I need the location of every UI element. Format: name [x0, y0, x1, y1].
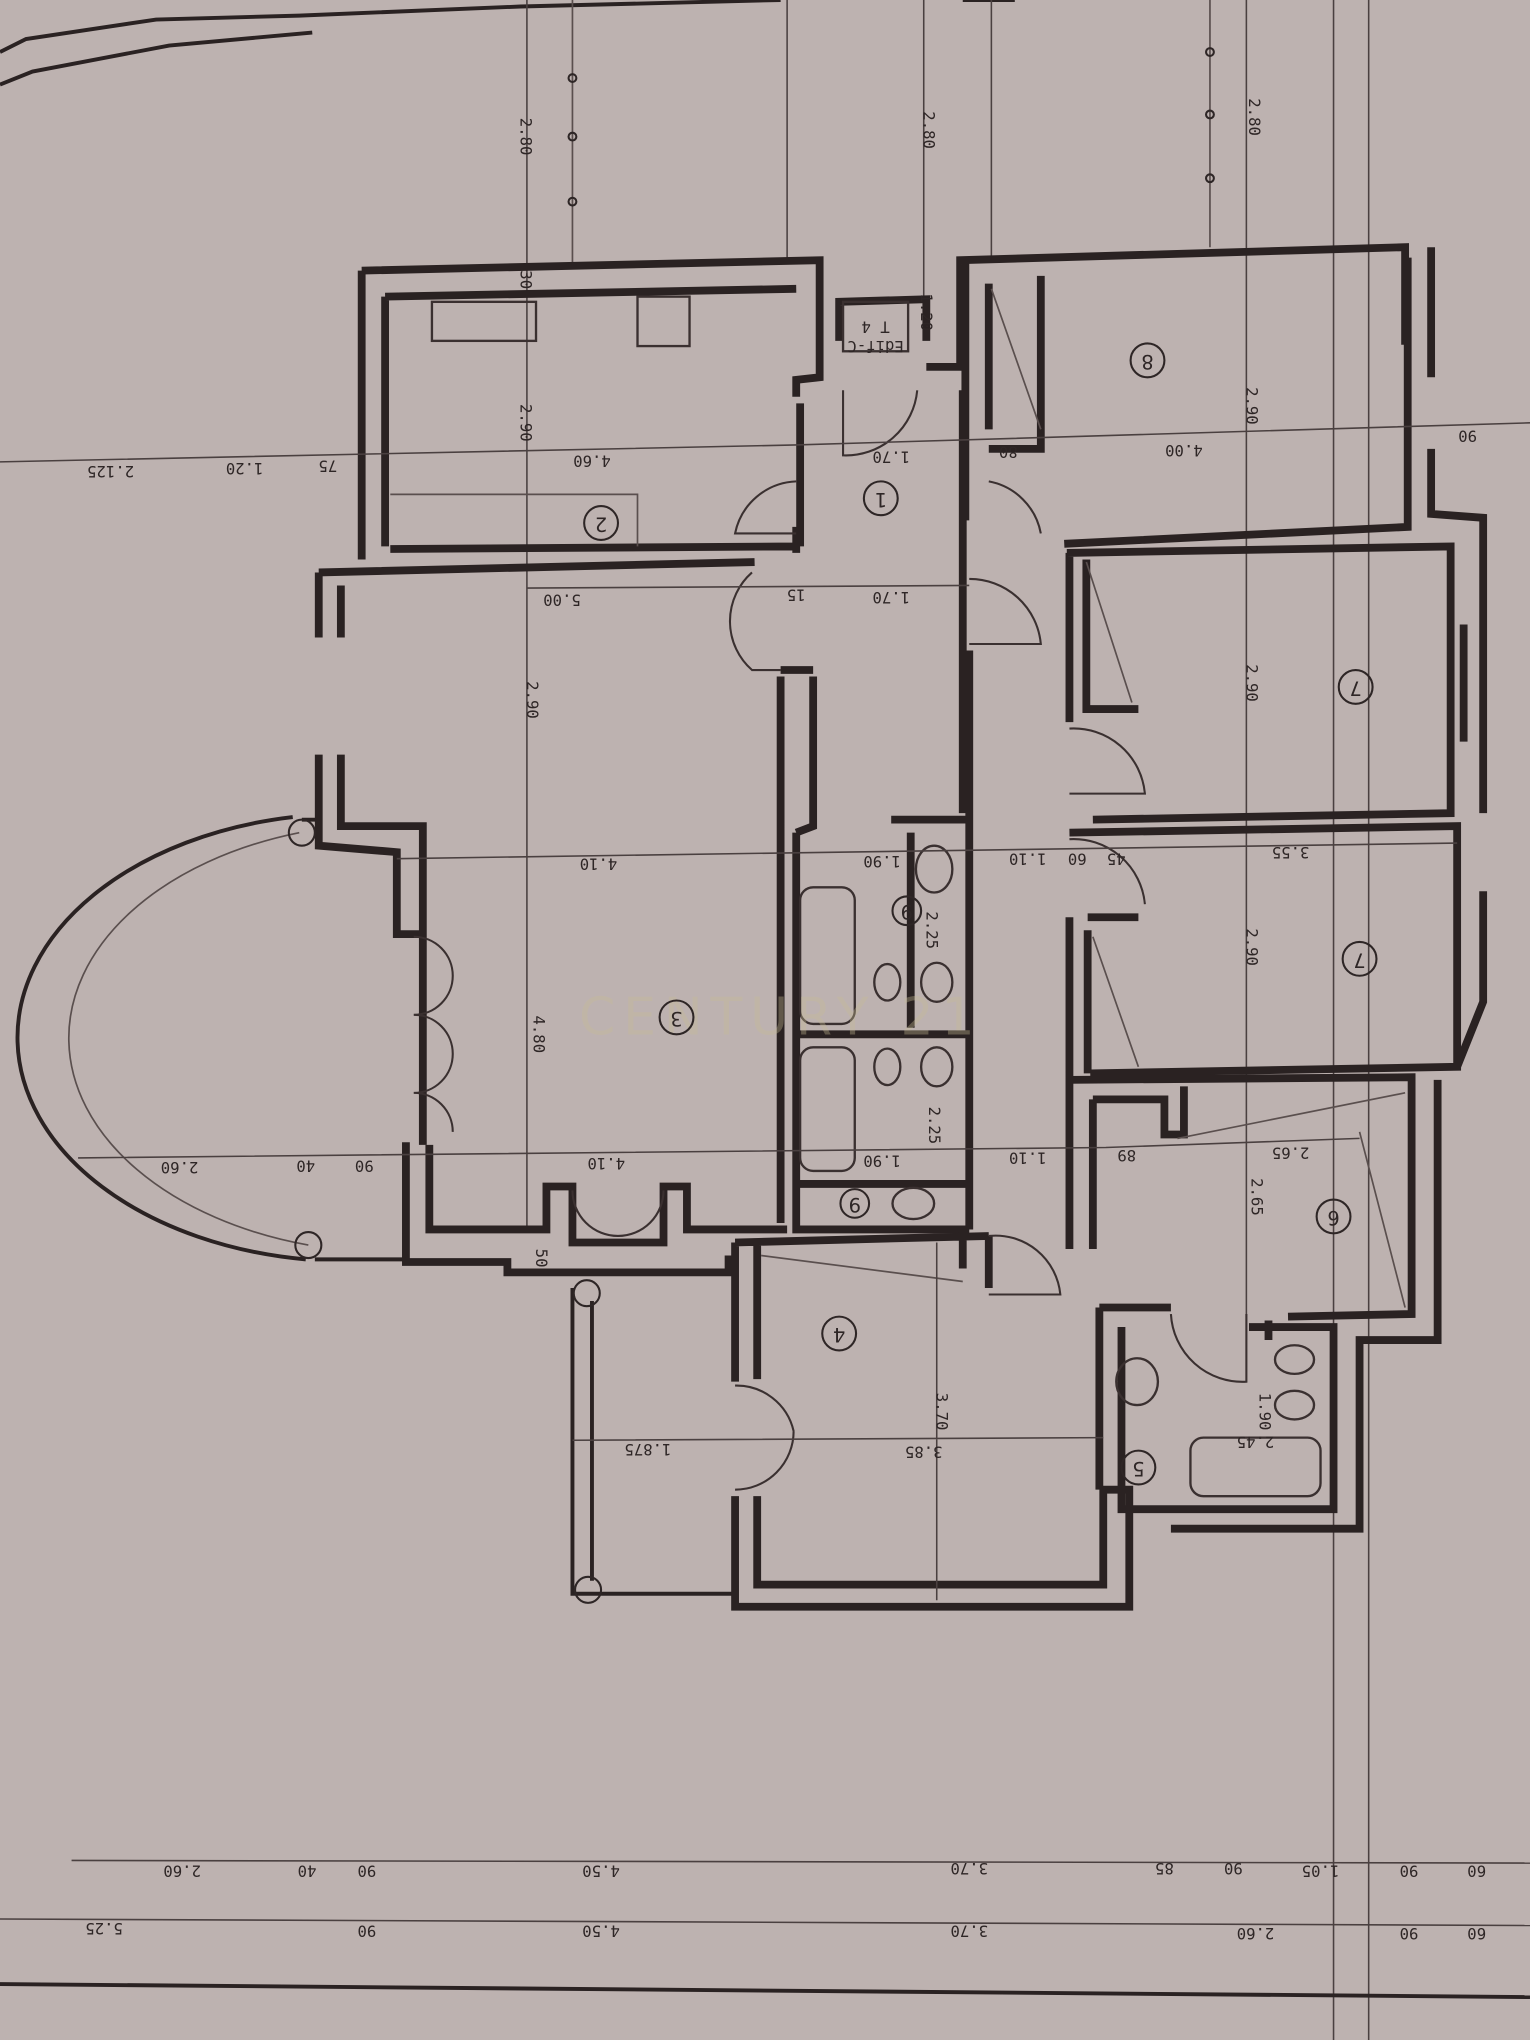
dimension-label: 4.00 [1165, 441, 1203, 459]
dimension-label: 3.70 [950, 1859, 988, 1877]
dimension-label: 2.65 [1248, 1178, 1266, 1216]
dimension-label: 3.70 [950, 1922, 988, 1940]
dimension-label: 2.25 [922, 911, 940, 949]
dimension-label: 60 [1068, 849, 1087, 867]
dimension-label: 2.60 [163, 1862, 201, 1880]
dimension-label: 1.90 [1255, 1393, 1273, 1431]
bottom-dimension-row-1: 2.60 40 90 4.50 3.70 85 90 1.05 90 60 [163, 1859, 1486, 1880]
dimension-label: 3.55 [1272, 843, 1310, 861]
dimension-label: 4.80 [529, 1016, 547, 1054]
building-label-box [841, 300, 910, 353]
dimension-label: 1.10 [1009, 1149, 1047, 1167]
room-number: 9 [849, 1193, 861, 1216]
dimension-label: 90 [1458, 427, 1477, 445]
dimension-label: 75 [318, 457, 337, 475]
column-dots [567, 47, 1215, 207]
dimension-lines [0, 422, 1530, 2000]
room-number: 9 [901, 900, 913, 923]
dimension-label: 2.90 [1242, 664, 1260, 702]
grid-line [526, 0, 1370, 2040]
dimension-label: 30 [516, 270, 534, 289]
dimension-label: 50 [532, 1249, 550, 1268]
dimension-label: 15 [787, 585, 806, 603]
room-number: 7 [1349, 676, 1361, 699]
dimension-label: 4.60 [573, 451, 611, 469]
columns [287, 818, 603, 1604]
dimension-label: 2.60 [161, 1158, 199, 1176]
room-number: 3 [670, 1007, 682, 1030]
room-number: 6 [1327, 1206, 1339, 1229]
dimension-label: 80 [999, 442, 1018, 460]
dimension-label: 5.25 [85, 1919, 123, 1937]
dimension-label: 2.90 [516, 404, 534, 442]
dimension-label: 90 [1400, 1924, 1419, 1942]
dimension-label: 1.90 [863, 1151, 901, 1169]
dimension-label: 89 [1117, 1146, 1136, 1164]
dimension-label: 60 [1467, 1924, 1486, 1942]
dimension-label: 1.90 [863, 852, 901, 870]
dimension-label: 90 [357, 1862, 376, 1880]
dimension-label: 2.80 [920, 111, 938, 149]
room-number: 1 [875, 488, 887, 511]
dimension-label: 40 [296, 1157, 315, 1175]
dimension-label: 85 [1155, 1859, 1174, 1877]
bottom-dimension-row-2: 5.25 90 4.50 3.70 2.60 90 60 [85, 1919, 1486, 1942]
dimension-labels: 2.90 4.60 1.70 1.70 1.20 4.00 2.90 80 90… [87, 98, 1477, 1460]
dimension-label: 1.70 [872, 588, 910, 606]
room-number: 4 [833, 1323, 845, 1346]
dimension-label: 2.80 [516, 118, 534, 156]
dimension-label: 4.10 [580, 855, 618, 873]
room-number: 2 [595, 513, 607, 536]
bay-arc-outer [67, 831, 309, 1246]
dimension-label: 1.875 [624, 1440, 671, 1458]
watermark-logo: CENTURY 21 [579, 987, 982, 1047]
dimension-label: 1.70 [872, 447, 910, 465]
dimension-label: 2.90 [523, 681, 541, 719]
dimension-label: 2.65 [1272, 1144, 1310, 1162]
building-label-line2: T 4 [861, 317, 889, 335]
dimension-label: 3.85 [905, 1443, 943, 1461]
dimension-label: 2.60 [1237, 1924, 1275, 1942]
dimension-label: 90 [1400, 1862, 1419, 1880]
dimension-label: 90 [1224, 1859, 1243, 1877]
dimension-label: 90 [357, 1922, 376, 1940]
dimension-label: 45 [1107, 849, 1126, 867]
dimension-label: 5.00 [543, 591, 581, 609]
dimension-label: 2.45 [1237, 1432, 1275, 1450]
walls [314, 243, 1488, 1611]
building-label-line1: Edif-C [847, 337, 903, 355]
dimension-label: 1.10 [1009, 849, 1047, 867]
room-number: 5 [1132, 1457, 1144, 1480]
dimension-label: 1.20 [226, 459, 264, 477]
dimension-label: 4.50 [582, 1862, 620, 1880]
fixtures [390, 288, 1406, 1498]
dimension-label: 2.80 [1245, 98, 1263, 136]
top-edge-structure [0, 0, 1015, 87]
dimension-label: 2.125 [87, 462, 134, 480]
dimension-label: 4.50 [582, 1922, 620, 1940]
dimension-label: 4.10 [587, 1154, 625, 1172]
dimension-label: 2.90 [1242, 928, 1260, 966]
dimension-label: 2.25 [925, 1107, 943, 1145]
dimension-label: 40 [298, 1862, 317, 1880]
dimension-label: 3.70 [933, 1393, 951, 1431]
dimension-label: 1.20 [917, 293, 935, 331]
dimension-label: 2.90 [1242, 387, 1260, 425]
room-number: 7 [1353, 948, 1365, 971]
dimension-label: 60 [1467, 1862, 1486, 1880]
room-number: 8 [1141, 350, 1153, 373]
dimension-label: 90 [355, 1157, 374, 1175]
dimension-label: 1.05 [1302, 1862, 1340, 1880]
doors[interactable] [413, 390, 1248, 1491]
room-labels: 1 2 3 4 5 6 7 7 8 9 9 [583, 342, 1378, 1486]
